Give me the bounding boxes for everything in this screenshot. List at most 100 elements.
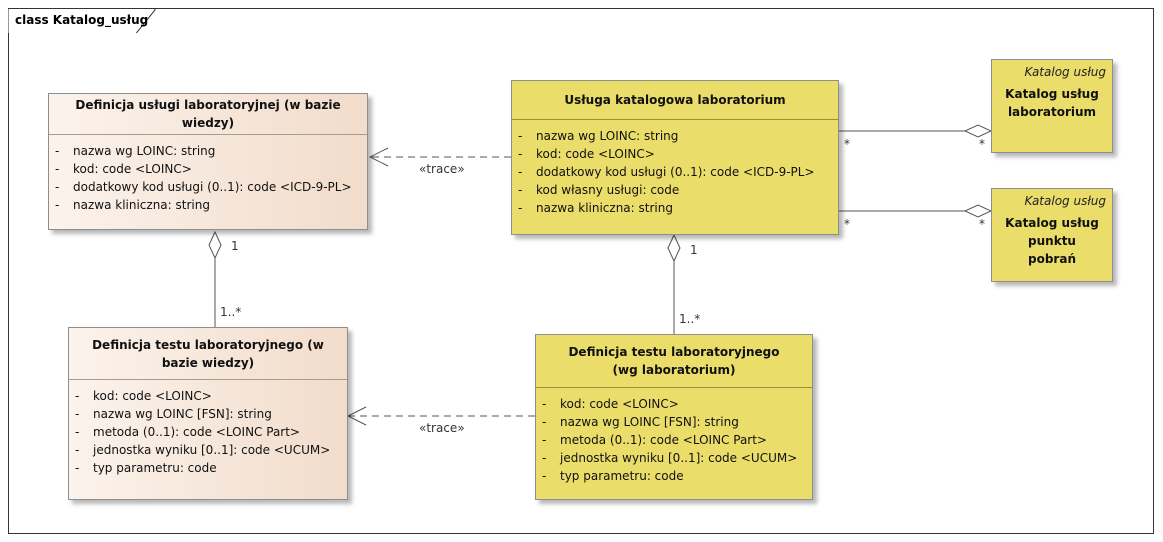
attribute-visibility: - <box>542 469 547 483</box>
attribute-visibility: - <box>75 443 80 457</box>
attribute-text: typ parametru: code <box>560 469 684 483</box>
attribute-visibility: - <box>542 433 547 447</box>
attribute-text: kod: code <LOINC> <box>536 147 655 161</box>
agg-left-target-multiplicity: 1..* <box>220 305 242 319</box>
class-usluga-katalogowa[interactable]: Usługa katalogowa laboratorium -nazwa wg… <box>511 80 839 235</box>
attribute-visibility: - <box>518 165 523 179</box>
attribute-row: -typ parametru: code <box>69 459 347 477</box>
attribute-text: dodatkowy kod usługi (0..1): code <ICD-9… <box>536 165 815 179</box>
attribute-text: metoda (0..1): code <LOINC Part> <box>93 425 300 439</box>
agg-right-source-multiplicity: 1 <box>690 243 698 257</box>
attribute-text: nazwa wg LOINC: string <box>73 144 216 158</box>
attribute-text: kod: code <LOINC> <box>93 389 212 403</box>
attribute-text: kod własny usługi: code <box>536 183 680 197</box>
attribute-text: jednostka wyniku [0..1]: code <UCUM> <box>560 451 798 465</box>
class-definicja-testu-wg-laboratorium[interactable]: Definicja testu laboratoryjnego (wg labo… <box>535 334 813 500</box>
attribute-visibility: - <box>55 180 60 194</box>
aggregation-diamond <box>667 233 681 263</box>
attribute-list: -nazwa wg LOINC: string -kod: code <LOIN… <box>512 119 838 217</box>
attribute-visibility: - <box>55 144 60 158</box>
attribute-visibility: - <box>518 147 523 161</box>
frame-title: class Katalog_usług <box>15 13 149 27</box>
attribute-text: kod: code <LOINC> <box>73 162 192 176</box>
trace-bottom-connector[interactable] <box>346 406 535 426</box>
trace-bottom-label: «trace» <box>419 421 465 435</box>
attribute-row: -nazwa kliniczna: string <box>512 199 838 217</box>
attribute-row: -kod: code <LOINC> <box>512 145 838 163</box>
attribute-visibility: - <box>75 407 80 421</box>
class-title: Usługa katalogowa laboratorium <box>564 93 786 107</box>
class-definicja-uslugi[interactable]: Definicja usługi laboratoryjnej (w bazie… <box>48 93 368 230</box>
diagram-frame <box>8 8 1154 534</box>
attribute-visibility: - <box>75 461 80 475</box>
attribute-row: -nazwa wg LOINC [FSN]: string <box>536 413 812 431</box>
attribute-text: nazwa wg LOINC: string <box>536 129 679 143</box>
aggregation-diamond <box>208 230 222 260</box>
class-title: Definicja usługi laboratoryjnej (w bazie… <box>75 98 341 130</box>
stereotype-label: Katalog usług <box>1024 65 1107 79</box>
attribute-visibility: - <box>542 397 547 411</box>
class-title: Katalog usług punktu pobrań <box>1005 216 1099 266</box>
attribute-row: -metoda (0..1): code <LOINC Part> <box>69 423 347 441</box>
attribute-row: -kod własny usługi: code <box>512 181 838 199</box>
attribute-list: -kod: code <LOINC> -nazwa wg LOINC [FSN]… <box>69 379 347 477</box>
attribute-visibility: - <box>55 198 60 212</box>
attribute-row: -nazwa wg LOINC [FSN]: string <box>69 405 347 423</box>
aggregation-katalog-lab-connector[interactable] <box>839 124 993 138</box>
attribute-row: -jednostka wyniku [0..1]: code <UCUM> <box>536 449 812 467</box>
class-title: Definicja testu laboratoryjnego (wg labo… <box>568 345 780 377</box>
class-title: Katalog usług laboratorium <box>1005 87 1099 119</box>
attribute-text: kod: code <LOINC> <box>560 397 679 411</box>
attribute-visibility: - <box>518 201 523 215</box>
attribute-row: -jednostka wyniku [0..1]: code <UCUM> <box>69 441 347 459</box>
attribute-row: -metoda (0..1): code <LOINC Part> <box>536 431 812 449</box>
attribute-text: jednostka wyniku [0..1]: code <UCUM> <box>93 443 331 457</box>
attribute-visibility: - <box>518 183 523 197</box>
attribute-row: -dodatkowy kod usługi (0..1): code <ICD-… <box>512 163 838 181</box>
attribute-visibility: - <box>542 415 547 429</box>
trace-top-label: «trace» <box>419 162 465 176</box>
agg-kat-lab-source-multiplicity: * <box>844 137 850 151</box>
aggregation-katalog-pp-connector[interactable] <box>839 204 993 218</box>
attribute-row: -kod: code <LOINC> <box>536 395 812 413</box>
class-katalog-uslug-laboratorium[interactable]: Katalog usług Katalog usług laboratorium <box>991 59 1113 153</box>
attribute-text: nazwa kliniczna: string <box>536 201 673 215</box>
attribute-row: -nazwa kliniczna: string <box>49 196 367 214</box>
agg-left-source-multiplicity: 1 <box>231 239 239 253</box>
frame-tab <box>8 8 156 33</box>
attribute-visibility: - <box>55 162 60 176</box>
class-title: Definicja testu laboratoryjnego (w bazie… <box>92 337 324 370</box>
aggregation-right-connector[interactable] <box>667 233 681 334</box>
stereotype-label: Katalog usług <box>1024 194 1107 208</box>
attribute-row: -kod: code <LOINC> <box>69 387 347 405</box>
attribute-visibility: - <box>75 425 80 439</box>
attribute-row: -nazwa wg LOINC: string <box>49 142 367 160</box>
attribute-text: nazwa kliniczna: string <box>73 198 210 212</box>
attribute-text: nazwa wg LOINC [FSN]: string <box>93 407 272 421</box>
agg-kat-pp-source-multiplicity: * <box>844 217 850 231</box>
attribute-visibility: - <box>518 129 523 143</box>
attribute-text: typ parametru: code <box>93 461 217 475</box>
attribute-text: dodatkowy kod usługi (0..1): code <ICD-9… <box>73 180 352 194</box>
attribute-list: -nazwa wg LOINC: string -kod: code <LOIN… <box>49 134 367 214</box>
trace-top-connector[interactable] <box>368 147 511 167</box>
attribute-list: -kod: code <LOINC> -nazwa wg LOINC [FSN]… <box>536 387 812 485</box>
attribute-row: -kod: code <LOINC> <box>49 160 367 178</box>
agg-kat-lab-target-multiplicity: * <box>979 137 985 151</box>
attribute-row: -dodatkowy kod usługi (0..1): code <ICD-… <box>49 178 367 196</box>
attribute-visibility: - <box>75 389 80 403</box>
attribute-row: -typ parametru: code <box>536 467 812 485</box>
class-definicja-testu-baza-wiedzy[interactable]: Definicja testu laboratoryjnego (w bazie… <box>68 327 348 500</box>
attribute-text: metoda (0..1): code <LOINC Part> <box>560 433 767 447</box>
aggregation-left-connector[interactable] <box>208 230 222 327</box>
class-katalog-uslug-punktu-pobran[interactable]: Katalog usług Katalog usług punktu pobra… <box>991 188 1113 282</box>
attribute-visibility: - <box>542 451 547 465</box>
aggregation-diamond <box>963 124 993 138</box>
attribute-text: nazwa wg LOINC [FSN]: string <box>560 415 739 429</box>
attribute-row: -nazwa wg LOINC: string <box>512 127 838 145</box>
agg-kat-pp-target-multiplicity: * <box>979 217 985 231</box>
aggregation-diamond <box>963 204 993 218</box>
agg-right-target-multiplicity: 1..* <box>679 312 701 326</box>
